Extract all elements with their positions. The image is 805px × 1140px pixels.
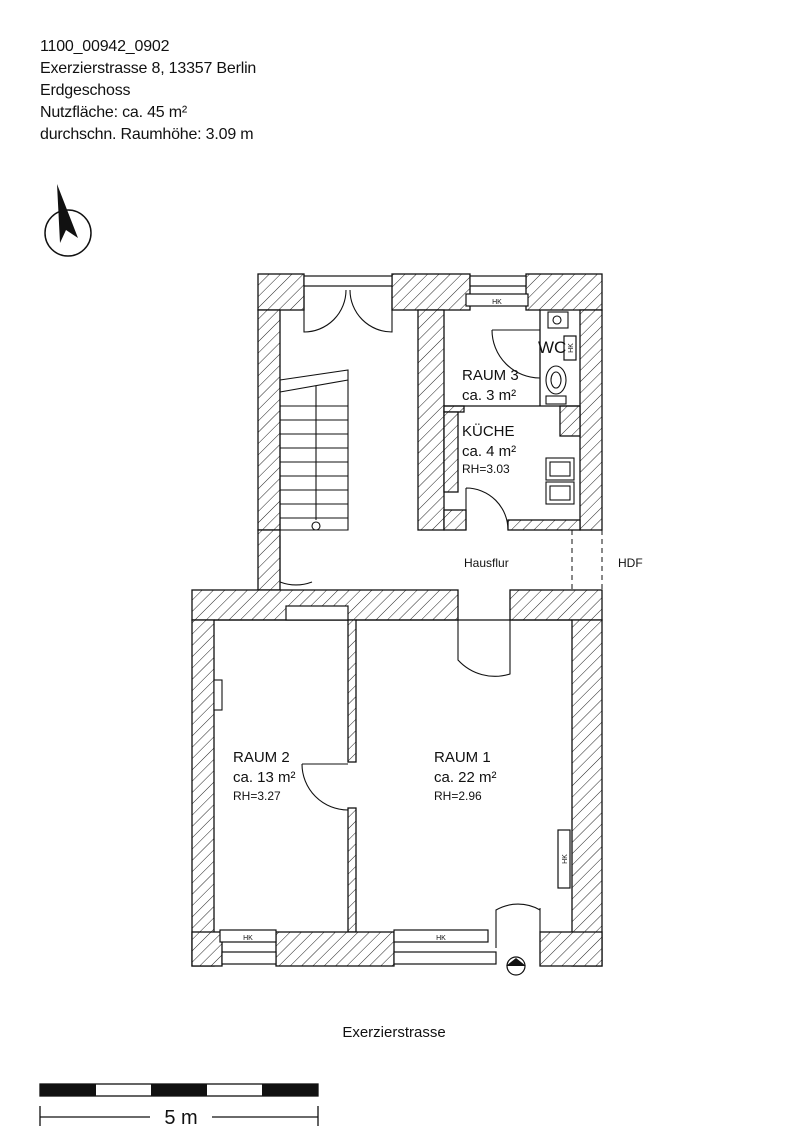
kitchen-sinks	[545, 457, 575, 505]
kueche-area: ca. 4 m²	[462, 443, 516, 460]
walls	[191, 273, 603, 967]
scale-bar: 5 m	[39, 1083, 319, 1129]
raum3-area: ca. 3 m²	[462, 387, 516, 404]
doors	[279, 289, 541, 948]
radiator-label: HK	[568, 343, 575, 353]
wc-fixtures	[545, 311, 569, 405]
floor-name: Erdgeschoss	[40, 82, 131, 99]
hdf-label: HDF	[618, 556, 643, 570]
address: Exerzierstrasse 8, 13357 Berlin	[40, 60, 257, 77]
raum2-height: RH=3.27	[233, 789, 281, 803]
plan-header: 1100_00942_0902 Exerzierstrasse 8, 13357…	[40, 36, 256, 146]
radiators: HK HK HK HK HK	[219, 293, 577, 943]
radiator-label: HK	[436, 935, 446, 942]
raum2-area: ca. 13 m²	[233, 769, 296, 786]
scale-bar-label: 5 m	[164, 1107, 197, 1129]
raum1-height: RH=2.96	[434, 789, 482, 803]
kueche-name: KÜCHE	[462, 422, 515, 440]
usable-area: Nutzfläche: ca. 45 m²	[40, 104, 187, 121]
hallway-label: Hausflur	[464, 556, 509, 570]
radiator-label: HK	[562, 854, 569, 864]
average-room-height: durchschn. Raumhöhe: 3.09 m	[40, 126, 254, 143]
staircase	[279, 369, 349, 531]
property-id: 1100_00942_0902	[40, 38, 170, 55]
radiator-label: HK	[243, 935, 253, 942]
north-arrow-icon	[44, 184, 92, 257]
street-label: Exerzierstrasse	[342, 1024, 445, 1041]
wc-label: WC	[538, 338, 566, 357]
dashed-boundaries	[257, 530, 603, 590]
raum1-name: RAUM 1	[434, 749, 491, 766]
kueche-height: RH=3.03	[462, 462, 510, 476]
entrance-marker-icon	[506, 956, 526, 976]
raum3-name: RAUM 3	[462, 367, 519, 384]
chimney	[213, 679, 223, 711]
raum1-area: ca. 22 m²	[434, 769, 497, 786]
windows	[221, 275, 527, 965]
raum2-name: RAUM 2	[233, 749, 290, 766]
radiator-label: HK	[492, 299, 502, 306]
